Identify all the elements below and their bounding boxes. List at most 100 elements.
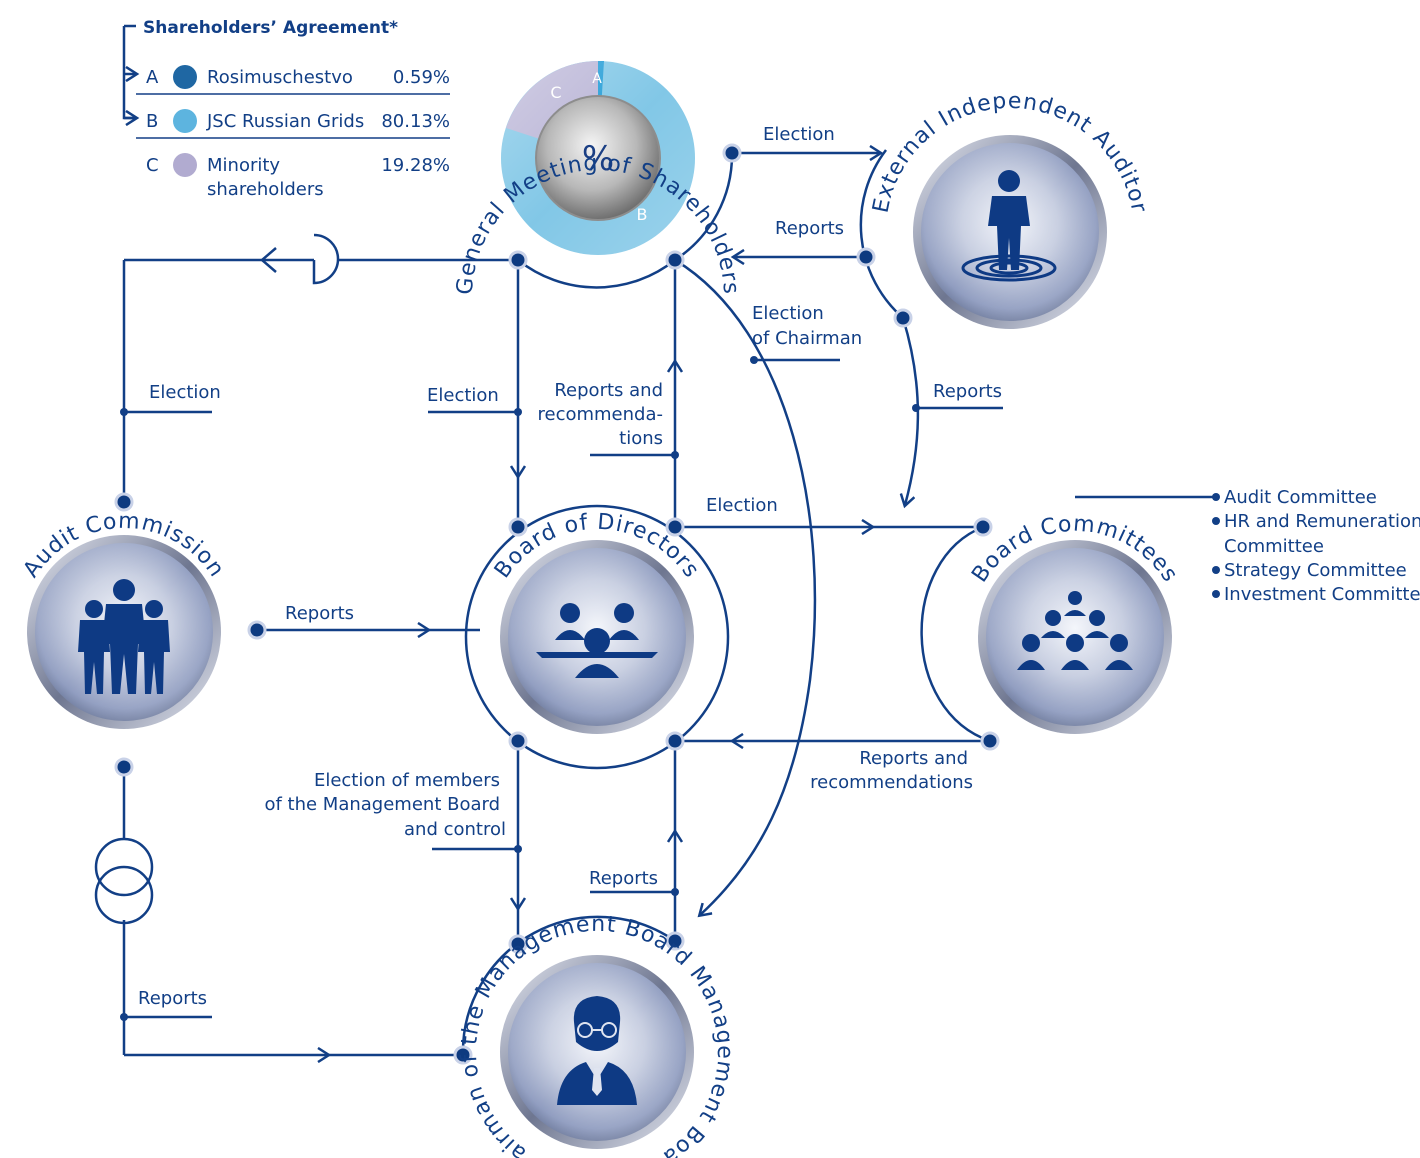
label-reports-rec-2: recommenda- <box>538 404 664 425</box>
junction-dot <box>856 247 876 267</box>
label-election-mgmt-3: and control <box>404 819 506 840</box>
tick-dot <box>120 408 128 416</box>
label-reports-mgmt: Reports <box>589 868 658 889</box>
list-bullet <box>1212 517 1220 525</box>
legend-pct-c: 19.28% <box>381 155 450 176</box>
tick-dot <box>671 451 679 459</box>
label-election-committees: Election <box>706 495 778 516</box>
shareholders-legend: Shareholders’ Agreement* A Rosimuschestv… <box>122 18 450 200</box>
label-election-mgmt-1: Election of members <box>314 770 500 791</box>
list-bullet <box>1212 493 1220 501</box>
gm-segment-b-label: B <box>637 205 648 224</box>
junction-dot <box>508 250 528 270</box>
label-election-mgmt-2: of the Management Board <box>264 794 500 815</box>
board-ring <box>464 504 730 770</box>
transformer-ring-top <box>94 837 154 897</box>
junction-dot <box>973 517 993 537</box>
transformer-ring-bottom <box>94 865 154 925</box>
committees-pyramid-icon <box>1017 591 1133 670</box>
management-shine <box>508 963 686 1141</box>
auditor-person-icon <box>961 170 1057 282</box>
junction-dot <box>980 731 1000 751</box>
label-election-board: Election <box>427 385 499 406</box>
committees-arc <box>920 525 991 743</box>
legend-name-b: JSC Russian Grids <box>206 111 364 132</box>
committee-item: HR and Remuneration <box>1224 511 1420 532</box>
mgmt-ring <box>461 915 676 1056</box>
tick-dot <box>912 404 920 412</box>
junction-dots <box>114 143 1000 1065</box>
wire-crossover-hop <box>312 233 340 285</box>
gm-arc-right <box>674 152 734 262</box>
committee-item: Strategy Committee <box>1224 560 1407 581</box>
legend-name-c-line2: shareholders <box>207 179 324 200</box>
legend-swatch-c <box>173 153 197 177</box>
node-committees: Board Committees <box>967 511 1182 734</box>
label-rr-committees-1: Reports and <box>859 748 968 769</box>
node-board: Board of Directors <box>490 510 703 734</box>
gm-center-label: % <box>582 139 614 179</box>
board-meeting-icon <box>536 603 658 678</box>
tick-dot <box>514 845 522 853</box>
label-reports-rec-3: tions <box>619 428 663 449</box>
tick-dot <box>514 408 522 416</box>
legend-swatch-a <box>173 65 197 89</box>
legend-swatch-b <box>173 109 197 133</box>
manager-portrait-icon <box>557 996 637 1105</box>
legend-pct-b: 80.13% <box>381 111 450 132</box>
junction-dot <box>665 931 685 951</box>
legend-letter-c: C <box>146 155 159 176</box>
junction-dot <box>508 517 528 537</box>
legend-letter-a: A <box>146 67 159 88</box>
wire-auditor-committees-reports <box>903 317 920 505</box>
list-bullet <box>1212 590 1220 598</box>
label-reports-rec-1: Reports and <box>554 380 663 401</box>
gm-segment-a-label: A <box>592 71 602 87</box>
list-bullet <box>1212 566 1220 574</box>
tick-dot <box>750 356 758 364</box>
junction-dot <box>893 308 913 328</box>
wire-election-chairman <box>674 258 817 915</box>
label-reports-audit-board: Reports <box>285 603 354 624</box>
junction-dot <box>114 492 134 512</box>
gm-arc-bottom <box>517 259 676 289</box>
junction-dot <box>247 620 267 640</box>
committee-item: Audit Committee <box>1224 487 1377 508</box>
flow-labels: Election Reports Election of Chairman El… <box>138 124 1002 1009</box>
gm-center-knob <box>535 95 661 221</box>
junction-dot <box>508 934 528 954</box>
auditor-arc <box>859 149 904 319</box>
tick-dot <box>671 888 679 896</box>
node-audit-commission: Audit Commission <box>19 509 228 729</box>
label-election-chairman-2: of Chairman <box>752 328 862 349</box>
legend-bracket <box>122 26 136 120</box>
committee-item: Investment Committee <box>1224 584 1420 605</box>
label-election-audit: Election <box>149 382 221 403</box>
label-election-auditor: Election <box>763 124 835 145</box>
legend-letter-b: B <box>146 111 158 132</box>
legend-name-a: Rosimuschestvo <box>207 67 353 88</box>
tick-dot <box>120 1013 128 1021</box>
junction-dot <box>665 250 685 270</box>
committee-item-continued: Committee <box>1224 536 1324 557</box>
gm-segment-c-label: C <box>550 83 561 102</box>
legend-title: Shareholders’ Agreement* <box>143 18 398 38</box>
node-auditor: External Independent Auditor <box>868 89 1150 329</box>
label-reports-audit-mgmt: Reports <box>138 988 207 1009</box>
label-election-chairman-1: Election <box>752 303 824 324</box>
junction-dot <box>453 1045 473 1065</box>
junction-dot <box>508 731 528 751</box>
label-reports-auditor: Reports <box>775 218 844 239</box>
label-reports-auditor-committees: Reports <box>933 381 1002 402</box>
junction-dot <box>114 757 134 777</box>
label-rr-committees-2: recommendations <box>810 772 973 793</box>
connector-lines <box>94 149 1215 1056</box>
junction-dot <box>665 517 685 537</box>
junction-dot <box>722 143 742 163</box>
committee-list: Audit Committee HR and Remuneration Comm… <box>1212 487 1420 605</box>
junction-dot <box>665 731 685 751</box>
legend-pct-a: 0.59% <box>393 67 450 88</box>
audit-group-icon <box>78 579 170 694</box>
legend-name-c: Minority <box>207 155 280 176</box>
